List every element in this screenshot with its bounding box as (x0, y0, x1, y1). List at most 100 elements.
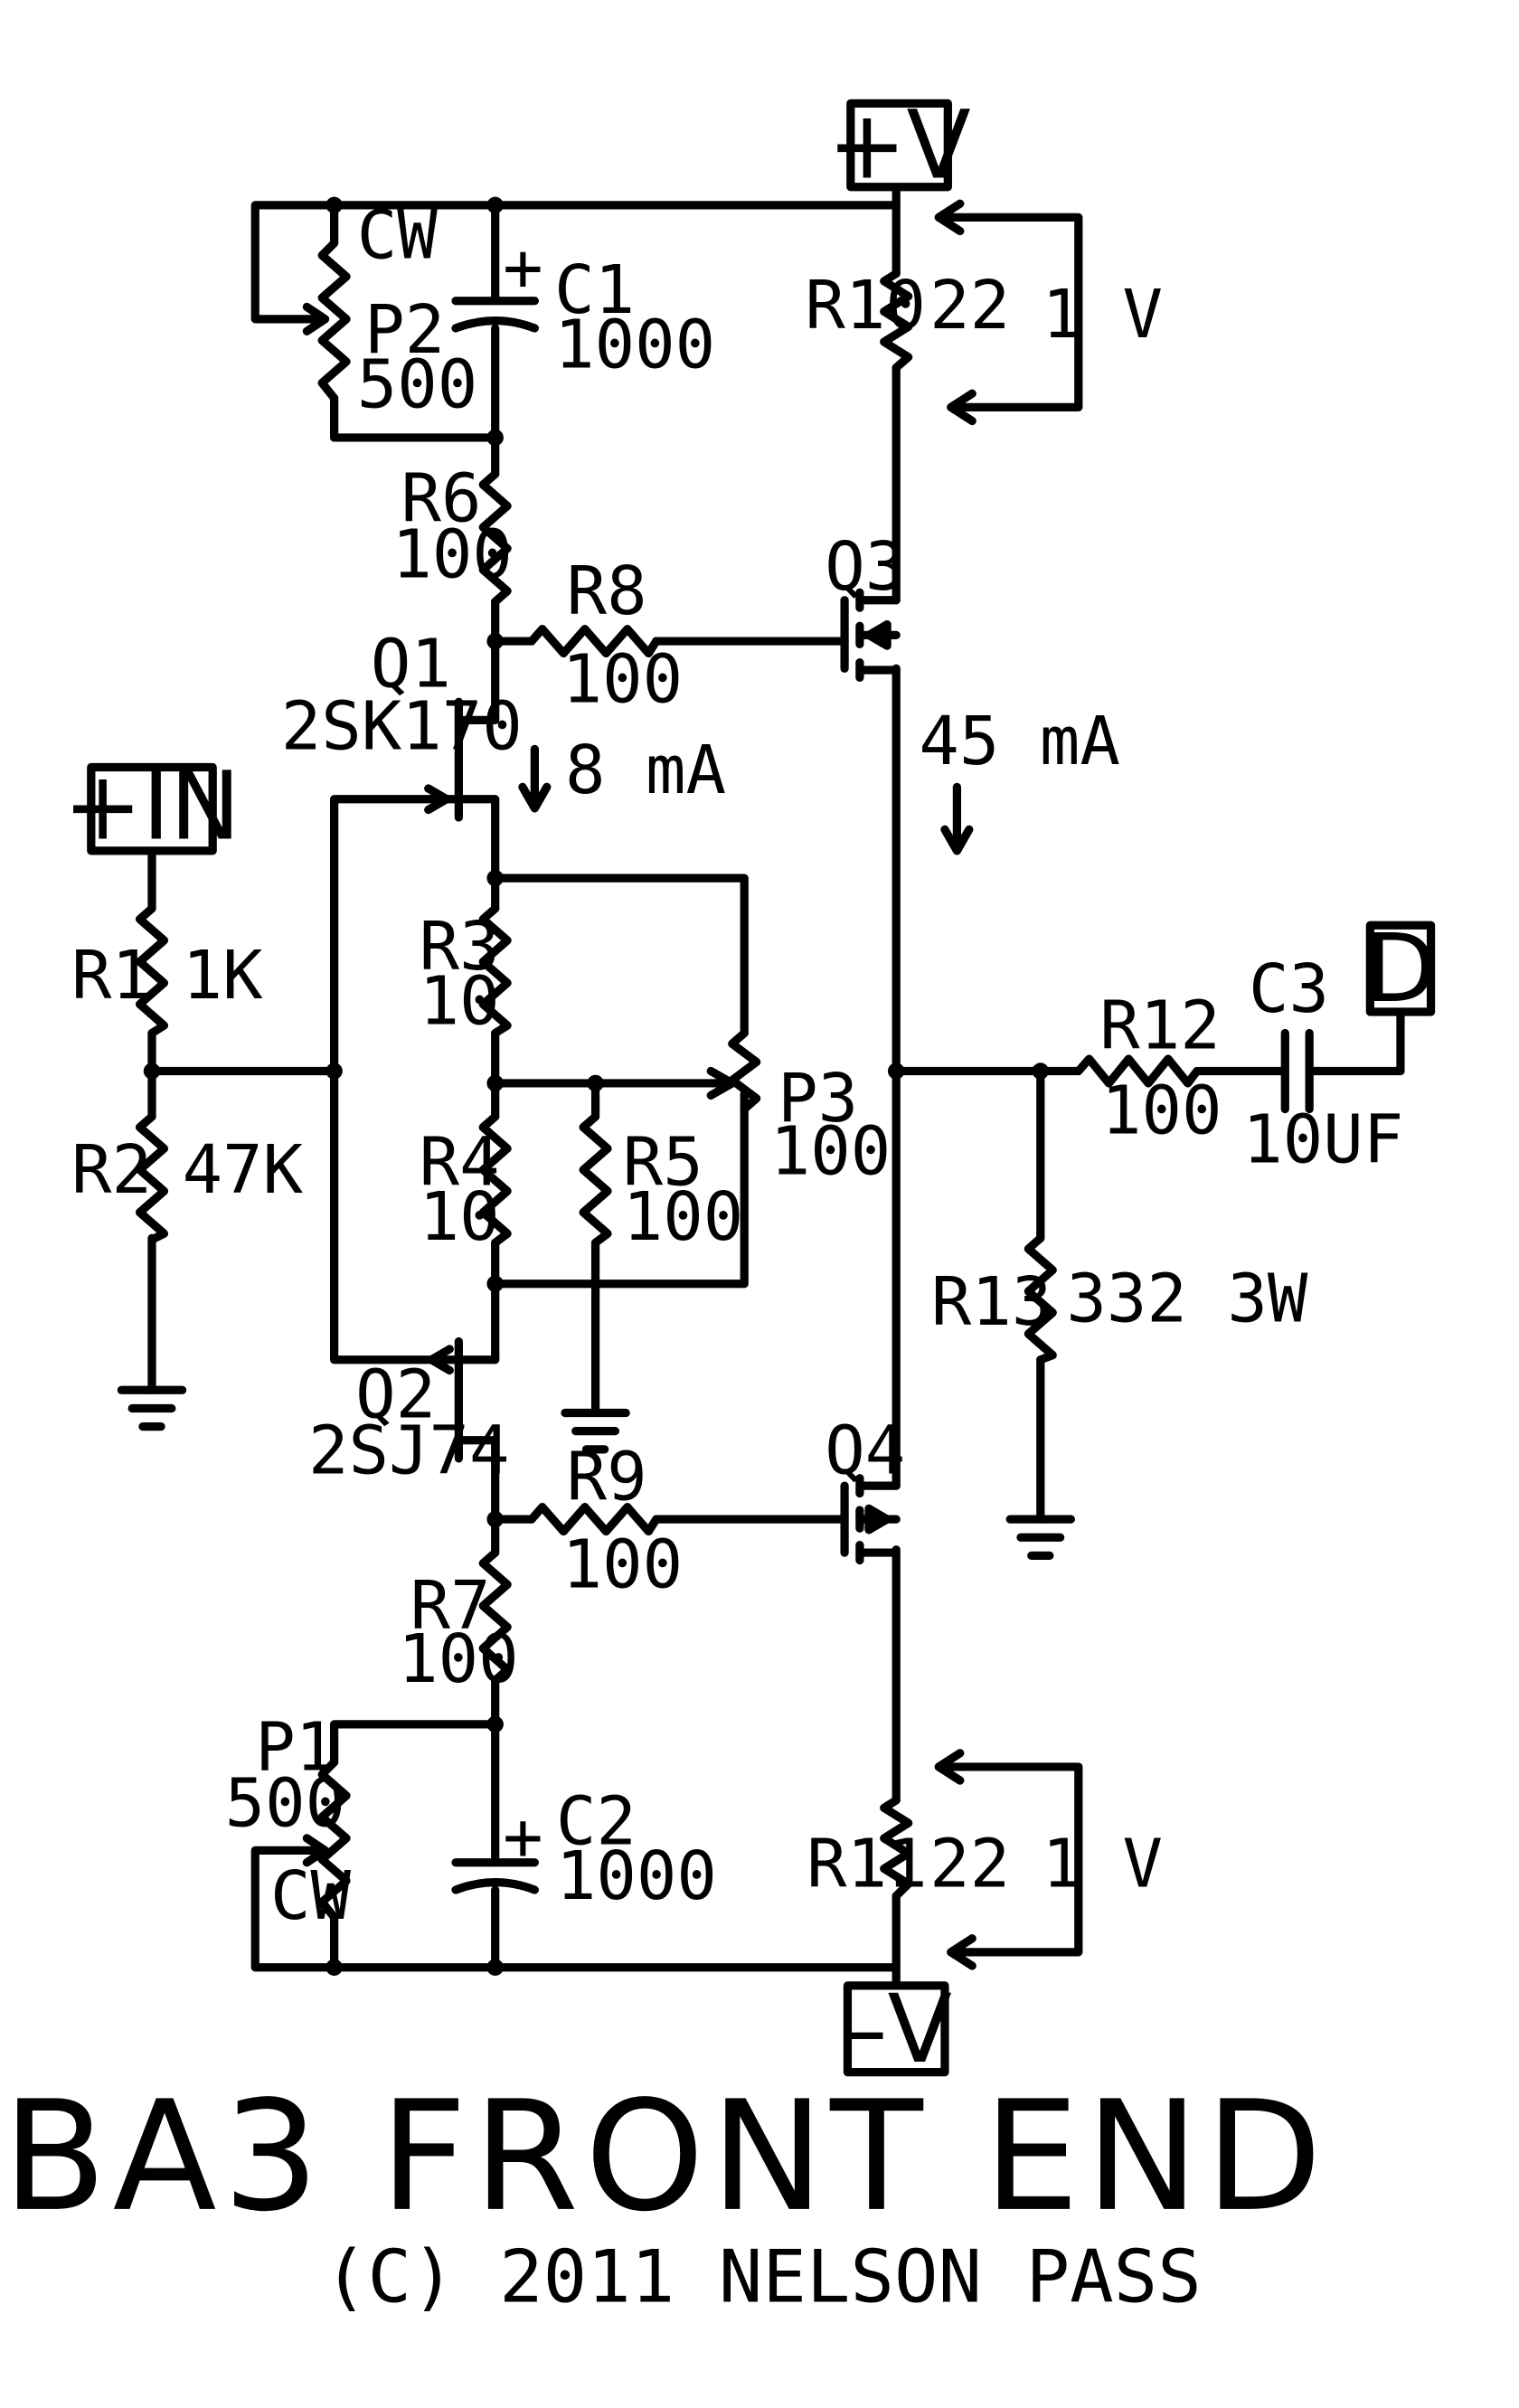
q1-symbol (424, 697, 463, 822)
r5-value-label: 100 (623, 1178, 744, 1256)
p2-cw-label: CW (357, 197, 438, 275)
c1-polarity-mark: + (503, 229, 543, 307)
c3-symbol (1280, 1028, 1314, 1114)
copyright-notice: (C) 2011 NELSON PASS (324, 2234, 1202, 2319)
r5-ref-label: R5 (623, 1123, 703, 1201)
front-current-arrow (518, 744, 552, 813)
terminal-pos-supply: +V (827, 90, 971, 201)
r3-symbol (478, 904, 512, 1038)
r7-symbol (478, 1548, 512, 1685)
q4-ref-label: Q4 (825, 1412, 905, 1490)
r10-value-label: 22 (929, 267, 1010, 345)
diagram-title: BA3 FRONT END (3, 2068, 1328, 2245)
r5-symbol (579, 1112, 612, 1247)
front-current-label: 8 mA (565, 732, 726, 809)
q2-symbol (427, 1336, 463, 1463)
p2-ref-label: P2 (364, 291, 445, 369)
r1-value-label: 1K (183, 937, 263, 1015)
q3-symbol (840, 588, 901, 682)
r8-symbol (527, 625, 661, 658)
r9-ref-label: R9 (567, 1438, 647, 1516)
r12-value-label: 100 (1101, 1072, 1222, 1149)
r4-value-label: 10 (420, 1178, 500, 1256)
r9-symbol (527, 1503, 661, 1536)
transistor-symbols (424, 588, 901, 1565)
lower-drop-label: 1 V (1042, 1826, 1163, 1903)
output-current-label: 45 mA (919, 703, 1119, 780)
r10-symbol (880, 269, 913, 373)
lower-drop-arrows (934, 1749, 1083, 1970)
p1-wiper-arrow (302, 1834, 330, 1867)
p3-value-label: 100 (770, 1113, 891, 1191)
r1-symbol (135, 904, 169, 1038)
c3-value-label: 10UF (1242, 1100, 1403, 1178)
terminal-output: D (1364, 913, 1437, 1024)
q4-symbol (840, 1474, 901, 1565)
r4-symbol (478, 1112, 512, 1247)
wires (147, 185, 1405, 1988)
r4-ref-label: R4 (420, 1123, 500, 1201)
p1-value-label: 500 (225, 1764, 346, 1842)
q1-part-label: 2SK170 (281, 687, 523, 765)
q1-ref-label: Q1 (371, 625, 451, 703)
c2-symbol (451, 1858, 539, 1894)
p2-symbol (317, 239, 351, 402)
r9-value-label: 100 (562, 1526, 684, 1604)
p1-ref-label: P1 (255, 1708, 335, 1786)
arrow-annotations (518, 199, 1083, 1970)
r8-value-label: 100 (562, 640, 684, 718)
r6-ref-label: R6 (401, 459, 482, 537)
c2-value-label: 1000 (556, 1837, 717, 1915)
p3-symbol (728, 1028, 761, 1114)
capacitor-symbols (451, 297, 1314, 1894)
p1-symbol (317, 1758, 351, 1922)
input-label: +IN (63, 751, 241, 861)
r2-ref-label: R2 (71, 1131, 152, 1209)
r11-ref-label: R11 (807, 1826, 928, 1903)
r6-value-label: 100 (392, 515, 513, 593)
p3-wiper-arrow (706, 1066, 737, 1100)
output-label: D (1364, 913, 1437, 1024)
c2-ref-label: C2 (556, 1783, 637, 1861)
r7-value-label: 100 (398, 1620, 519, 1698)
upper-drop-arrows (934, 199, 1083, 426)
terminal-neg-supply: –V (841, 1974, 952, 2084)
q3-ref-label: Q3 (825, 528, 905, 606)
c1-symbol (451, 297, 539, 333)
p3-ref-label: P3 (778, 1060, 858, 1138)
ground-mid (561, 1408, 630, 1454)
ground-symbols (117, 1385, 1076, 1561)
junction-dots (143, 196, 1050, 1976)
c1-value-label: 1000 (554, 307, 715, 384)
r13-value-label: 332 3W (1066, 1261, 1307, 1338)
r12-ref-label: R12 (1099, 987, 1221, 1064)
output-current-arrow (940, 782, 974, 855)
p1-cw-label: CW (270, 1857, 351, 1935)
ground-right (1005, 1515, 1076, 1561)
r3-ref-label: R3 (420, 908, 500, 986)
q2-ref-label: Q2 (355, 1356, 436, 1434)
terminal-input: +IN (63, 751, 241, 861)
r7-ref-label: R7 (410, 1567, 491, 1645)
r2-symbol (135, 1112, 169, 1244)
r8-ref-label: R8 (567, 552, 647, 630)
r6-symbol (478, 469, 512, 606)
r10-ref-label: R10 (805, 267, 926, 345)
neg-supply-label: –V (841, 1974, 952, 2084)
r12-symbol (1074, 1054, 1202, 1088)
c1-ref-label: C1 (554, 251, 635, 329)
resistor-symbols (135, 239, 1202, 1922)
c2-polarity-mark: + (503, 1798, 543, 1875)
p2-value-label: 500 (357, 345, 478, 423)
r2-value-label: 47K (183, 1131, 304, 1209)
component-labels: CW P2 500 + C1 1000 R10 22 1 V R6 100 Q3… (71, 197, 1403, 1935)
c3-ref-label: C3 (1249, 950, 1329, 1028)
q2-part-label: 2SJ74 (308, 1412, 509, 1490)
r13-symbol (1024, 1233, 1057, 1365)
p2-wiper-arrow (302, 302, 330, 335)
r13-ref-label: R13 (931, 1263, 1052, 1341)
r11-value-label: 22 (929, 1826, 1010, 1903)
upper-drop-label: 1 V (1042, 276, 1163, 354)
ground-left (117, 1385, 187, 1431)
